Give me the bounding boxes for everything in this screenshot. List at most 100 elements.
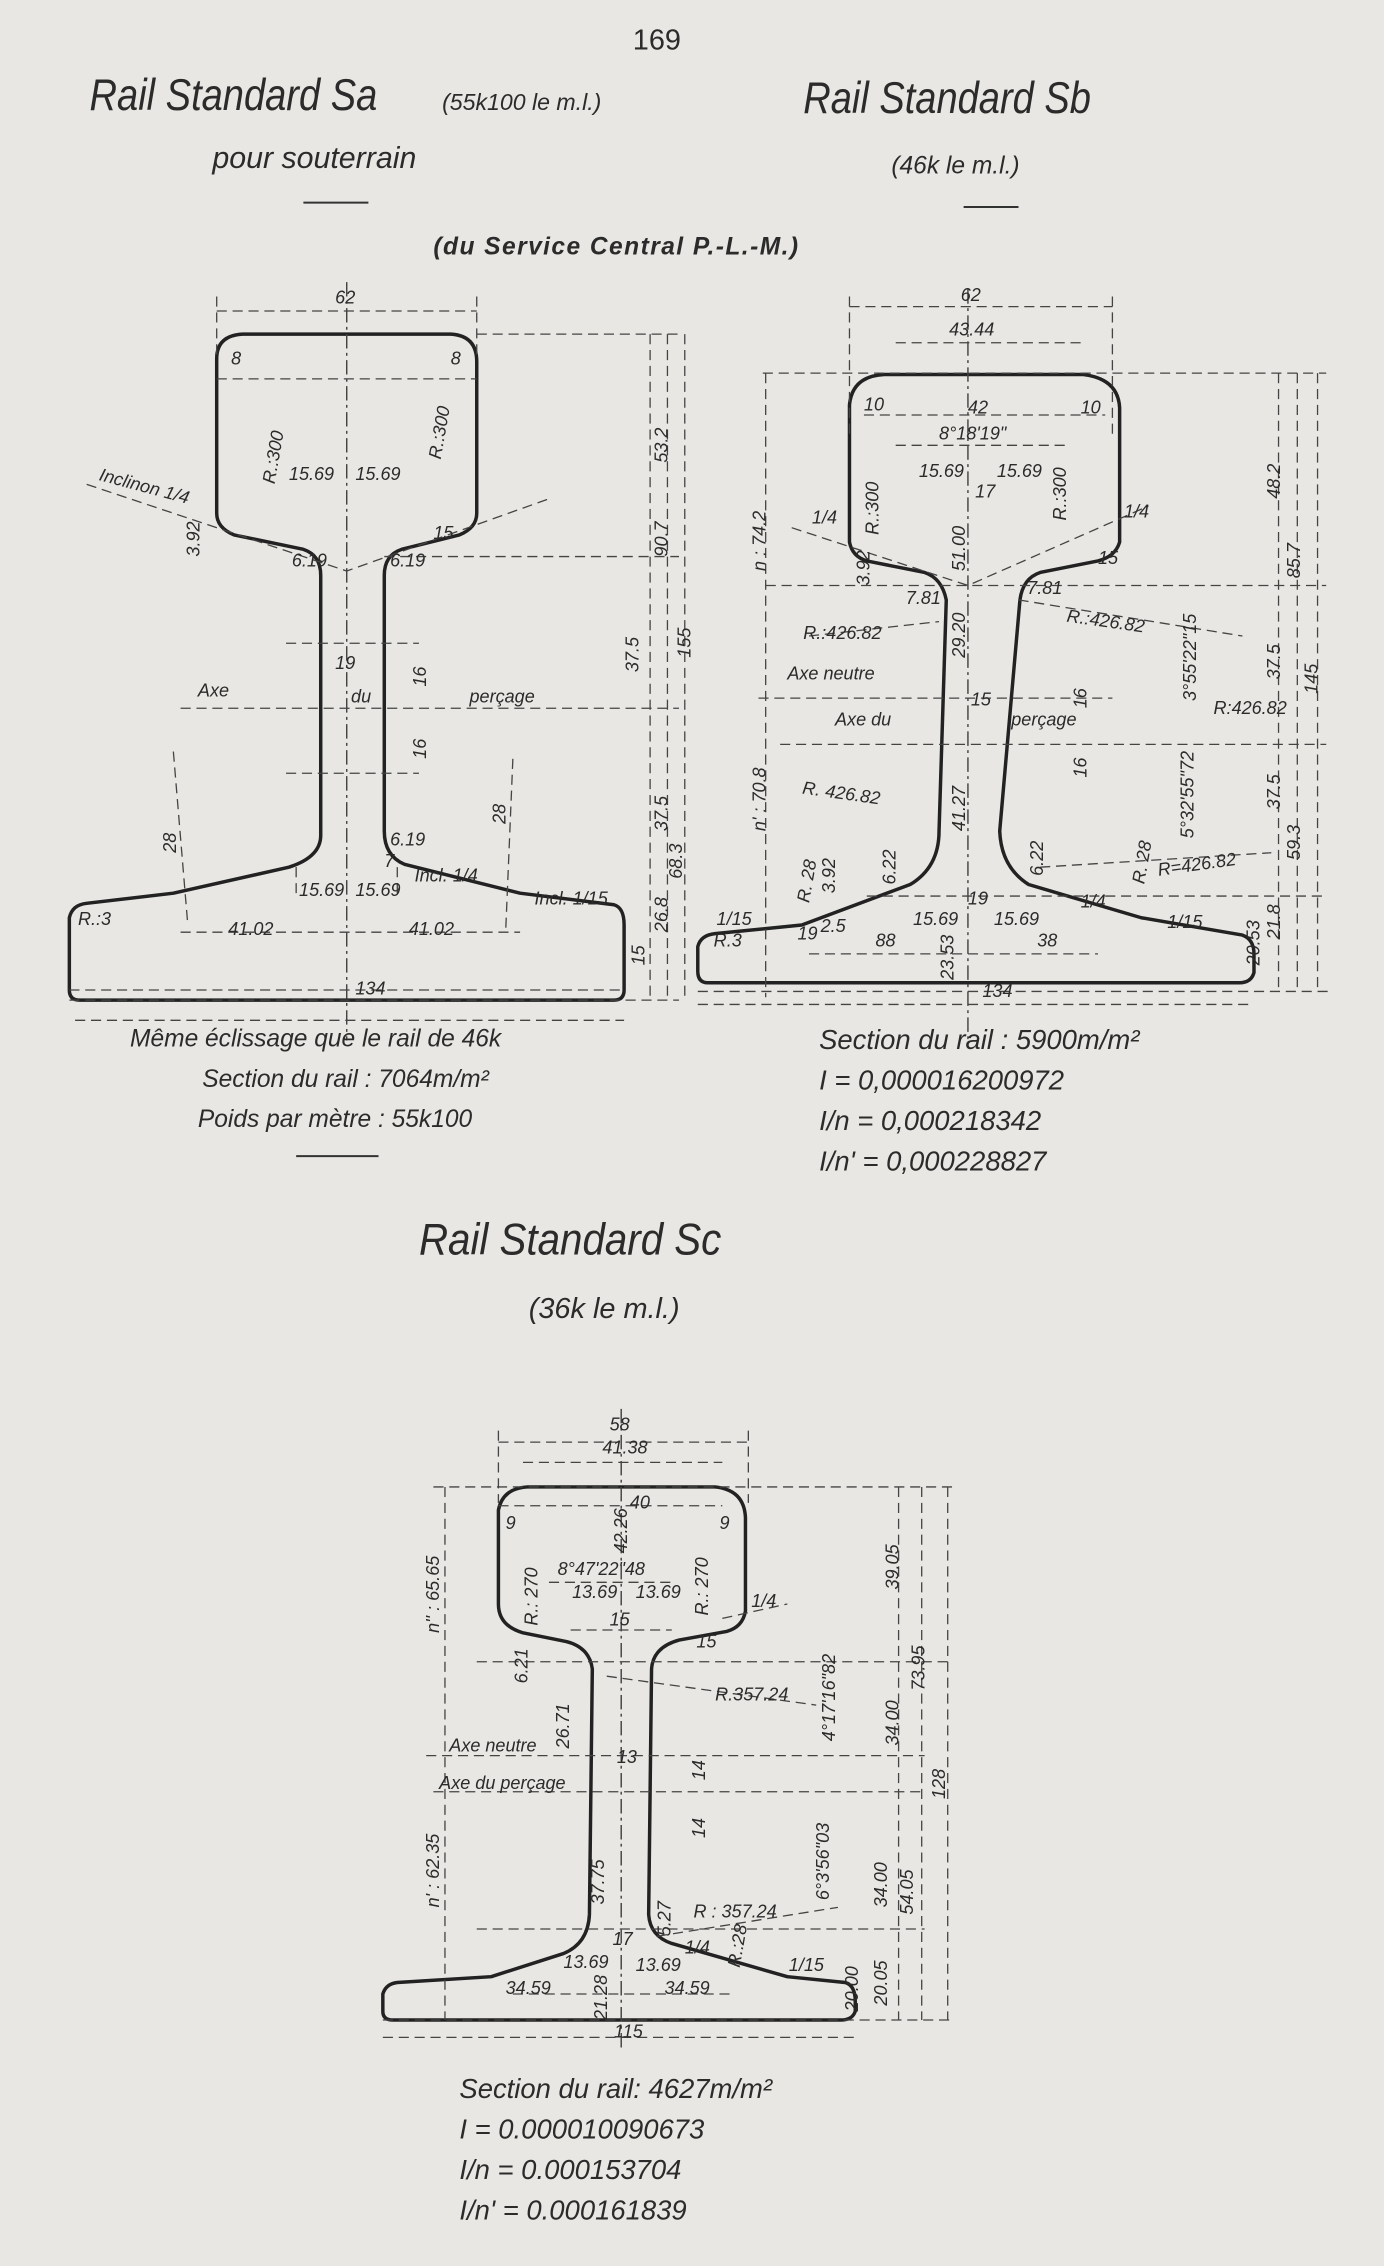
sc-dimension-label: n' : 62.35 bbox=[423, 1833, 443, 1908]
sc-dimension-label: n'' : 65.65 bbox=[423, 1555, 443, 1633]
sb-dimension-label: 3°55'22"15 bbox=[1180, 613, 1200, 701]
sb-dimension-label: R. 426.82 bbox=[801, 778, 881, 809]
sa-dimension-label: 37.5 bbox=[623, 636, 643, 672]
sb-dimension-label: n' : 70.8 bbox=[750, 767, 770, 831]
sa-dimension-label: perçage bbox=[469, 686, 535, 706]
sa-title: Rail Standard Sa bbox=[90, 69, 378, 120]
sa-dimension-label: 28 bbox=[490, 804, 510, 825]
sc-note-modulus-n-prime: I/n' = 0.000161839 bbox=[459, 2194, 686, 2225]
sb-dimension-label: n : 74.2 bbox=[750, 511, 770, 571]
sc-dimension-label: 34.00 bbox=[883, 1700, 903, 1745]
sb-dimension-label: 43.44 bbox=[949, 320, 994, 340]
sc-note-section: Section du rail: 4627m/m² bbox=[459, 2073, 772, 2104]
sc-note-inertia: I = 0.000010090673 bbox=[459, 2113, 705, 2144]
sb-dimension-label: 3.92 bbox=[819, 858, 839, 893]
sc-dimension-label: R.357.24 bbox=[715, 1685, 788, 1705]
sa-dimension-label: Inclinon 1/4 bbox=[97, 465, 191, 508]
rail-sa-profile bbox=[67, 332, 626, 1002]
sa-dimension-label: 28 bbox=[160, 833, 180, 854]
sb-dimension-label: 2.5 bbox=[820, 916, 847, 936]
rail-sb-drawing bbox=[696, 289, 1330, 1041]
sc-title: Rail Standard Sc bbox=[419, 1214, 721, 1264]
sc-dimension-label: 73.95 bbox=[909, 1645, 929, 1691]
sb-dimension-label: R=426.82 bbox=[1156, 849, 1237, 880]
sc-dimension-label: 54.05 bbox=[897, 1868, 917, 1914]
sc-dimension-label: 1/4 bbox=[685, 1938, 710, 1958]
sc-dimension-label: 13 bbox=[617, 1747, 637, 1767]
sc-dimension-label: 40 bbox=[630, 1493, 650, 1513]
sa-dimension-label: 6.19 bbox=[390, 830, 425, 850]
sc-dimension-label: 15 bbox=[610, 1610, 631, 1630]
sc-note-modulus-n: I/n = 0.000153704 bbox=[459, 2154, 681, 2185]
sa-dimension-label: Incl. 1/15 bbox=[535, 889, 609, 909]
sb-dimension-label: 62 bbox=[961, 285, 981, 305]
sb-weight: (46k le m.l.) bbox=[891, 153, 1019, 180]
sc-dimension-label: 6°3'56"03 bbox=[813, 1823, 833, 1900]
sc-dimension-label: R.:28 bbox=[724, 1923, 751, 1969]
sa-dimension-label: 19 bbox=[335, 653, 355, 673]
sa-dimension-label: Incl. 1/4 bbox=[415, 866, 478, 886]
sb-dimension-label: 6.22 bbox=[880, 849, 900, 884]
rail-sc-drawing bbox=[381, 1408, 954, 2052]
sa-dimension-label: 6.19 bbox=[390, 551, 425, 571]
sb-dimension-label: 85.7 bbox=[1284, 542, 1304, 578]
sa-dimension-label: 15 bbox=[628, 944, 648, 965]
sa-dimension-label: R.:300 bbox=[259, 429, 288, 485]
sc-dimension-label: 39.05 bbox=[883, 1543, 903, 1589]
sc-dimension-label: 13.69 bbox=[636, 1582, 681, 1602]
sa-note-weight: Poids par mètre : 55k100 bbox=[198, 1106, 473, 1133]
sb-dimension-label: R.:300 bbox=[1050, 467, 1070, 520]
sc-dimension-label: 34.59 bbox=[665, 1978, 710, 1998]
sb-dimension-label: 42 bbox=[968, 398, 988, 418]
sc-dimension-label: 13.69 bbox=[572, 1582, 617, 1602]
sa-dimension-label: 7 bbox=[384, 851, 395, 871]
sc-dimension-label: R.: 270 bbox=[692, 1557, 712, 1615]
service-note: (du Service Central P.-L.-M.) bbox=[433, 234, 799, 261]
sa-dimension-label: 68.3 bbox=[666, 844, 686, 879]
sb-dimension-label: 19 bbox=[797, 923, 817, 943]
sb-dimension-label: R.3 bbox=[714, 931, 742, 951]
sa-dimension-label: 41.02 bbox=[409, 919, 454, 939]
sa-dimension-label: 26.8 bbox=[651, 897, 671, 933]
sb-dimension-label: 10 bbox=[864, 395, 884, 415]
sa-dimension-label: 8 bbox=[451, 348, 461, 368]
sa-dimension-label: 62 bbox=[335, 288, 355, 308]
sb-dimension-label: 88 bbox=[875, 931, 895, 951]
sb-dimension-label: 145 bbox=[1302, 663, 1322, 694]
sc-dimension-label: 58 bbox=[610, 1415, 630, 1435]
sb-note-modulus-n-prime: I/n' = 0,000228827 bbox=[819, 1146, 1048, 1177]
sa-dimension-label: 3.92 bbox=[183, 521, 203, 556]
sb-dimension-label: 15.69 bbox=[913, 909, 958, 929]
sa-dimension-label: 6.19 bbox=[292, 551, 327, 571]
sb-dimension-label: 134 bbox=[982, 981, 1012, 1001]
sa-dimension-label: 134 bbox=[355, 978, 385, 998]
sb-dimension-label: 15.69 bbox=[997, 461, 1042, 481]
sa-dimension-label: 16 bbox=[410, 666, 430, 687]
sc-dimension-label: 115 bbox=[614, 2021, 644, 2041]
sc-dimension-label: 1/15 bbox=[789, 1955, 825, 1975]
sb-dimension-label: 20.53 bbox=[1244, 920, 1264, 966]
sb-dimension-label: 23.53 bbox=[937, 935, 957, 981]
sa-dimension-label: 15 bbox=[433, 523, 454, 543]
sa-dimension-label: 90.7 bbox=[651, 520, 671, 556]
sc-dimension-label: 14 bbox=[689, 1818, 709, 1838]
sc-dimension-label: 21.28 bbox=[591, 1975, 611, 2021]
sb-dimension-label: 38 bbox=[1037, 931, 1057, 951]
sb-dimension-label: 5°32'55"72 bbox=[1177, 751, 1197, 838]
sb-dimension-label: 29.20 bbox=[949, 613, 969, 659]
sb-dimension-label: 17 bbox=[975, 481, 996, 501]
sc-dimension-label: 4°17'16"82 bbox=[819, 1654, 839, 1741]
sb-note-section: Section du rail : 5900m/m² bbox=[819, 1024, 1140, 1055]
sb-dimension-label: R. 28 bbox=[1128, 839, 1155, 885]
sb-dimension-label: R. 28 bbox=[793, 858, 820, 904]
sa-dimension-label: 15.69 bbox=[355, 464, 400, 484]
sa-dimension-label: 15.69 bbox=[299, 880, 344, 900]
sb-dimension-label: 37.5 bbox=[1264, 643, 1284, 679]
sa-dimension-label: Axe bbox=[197, 681, 229, 701]
rail-sa-drawing bbox=[67, 282, 686, 1041]
sc-dimension-label: R.: 270 bbox=[521, 1567, 541, 1625]
sb-dimension-label: 19 bbox=[968, 889, 988, 909]
sb-dimension-label: 8°18'19" bbox=[939, 424, 1008, 444]
